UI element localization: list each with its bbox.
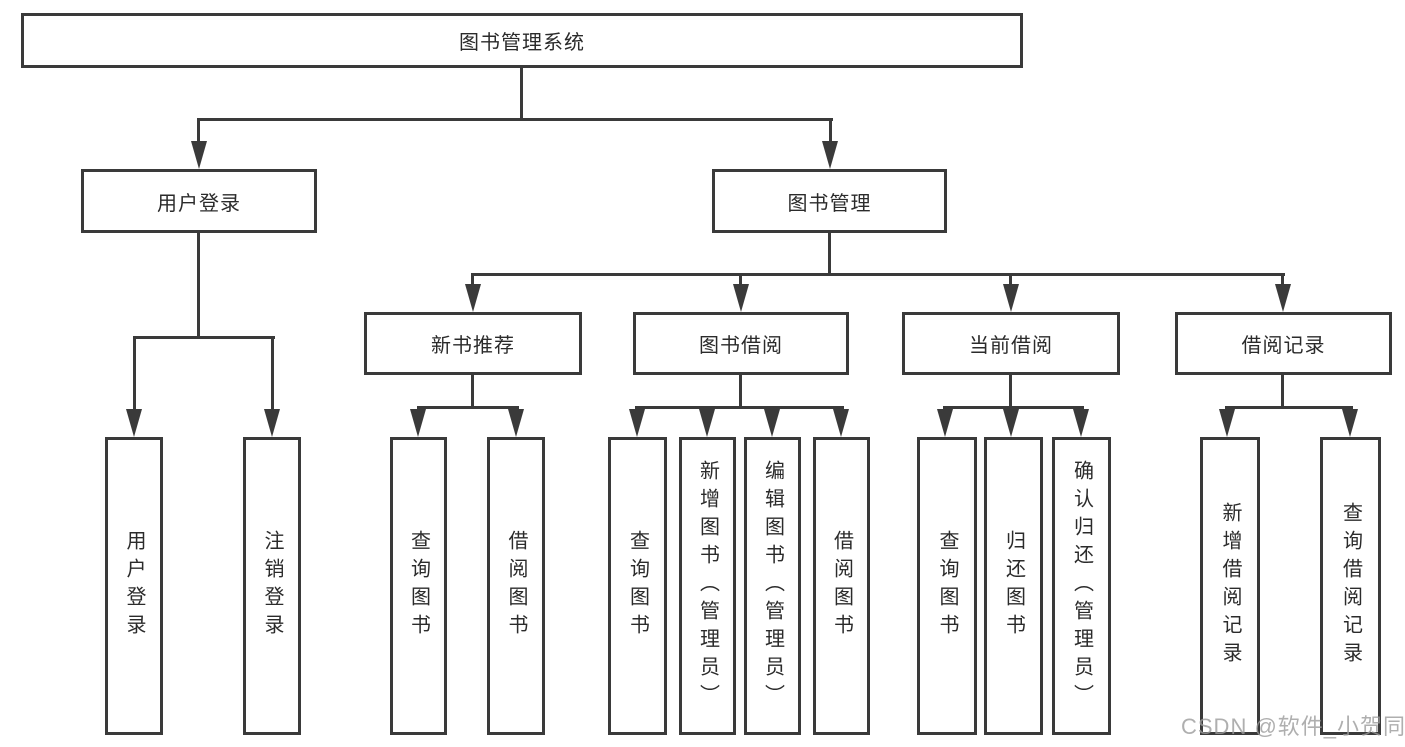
leaf-current-return-label: 归还图书 [1002,530,1025,642]
arrow-down-icon [1275,284,1291,312]
leaf-borrow-borrow: 借阅图书 [813,437,870,735]
node-current-borrow-label: 当前借阅 [969,335,1053,357]
arrow-down-icon [264,409,280,437]
leaf-borrow-add: 新增图书（管理员） [679,437,736,735]
leaf-borrow-edit-label: 编辑图书（管理员） [761,460,784,712]
node-current-borrow: 当前借阅 [902,312,1120,375]
leaf-logout: 注销登录 [243,437,301,735]
arrow-down-icon [1219,409,1235,437]
leaf-current-return: 归还图书 [984,437,1043,735]
node-book-mgmt: 图书管理 [712,169,947,233]
leaf-current-query-label: 查询图书 [936,530,958,642]
arrow-down-icon [410,409,426,437]
arrow-down-icon [191,141,207,169]
arrow-down-icon [629,409,645,437]
leaf-user-login-label: 用户登录 [123,530,145,642]
leaf-newbook-query: 查询图书 [390,437,447,735]
node-user-login-label: 用户登录 [157,192,241,215]
connector-line [133,336,136,411]
connector-line [197,233,200,336]
arrow-down-icon [1342,409,1358,437]
node-borrow-record-label: 借阅记录 [1241,335,1326,357]
arrow-down-icon [699,409,715,437]
leaf-record-add: 新增借阅记录 [1200,437,1260,735]
connector-line [739,273,742,287]
node-new-book-label: 新书推荐 [431,335,515,357]
node-root-label: 图书管理系统 [459,32,585,54]
connector-line [739,375,742,406]
connector-line [1009,273,1012,287]
connector-line [1009,375,1012,406]
arrow-down-icon [1003,284,1019,312]
connector-line [197,118,833,121]
leaf-logout-label: 注销登录 [261,530,283,642]
connector-line [943,406,1084,409]
node-book-mgmt-label: 图书管理 [787,192,872,215]
leaf-record-query-label: 查询借阅记录 [1339,502,1362,670]
leaf-current-query: 查询图书 [917,437,977,735]
arrow-down-icon [465,284,481,312]
connector-line [635,406,844,409]
connector-line [520,68,523,120]
arrow-down-icon [1073,409,1089,437]
arrow-down-icon [126,409,142,437]
node-new-book: 新书推荐 [364,312,582,375]
connector-line [271,336,274,411]
leaf-borrow-query: 查询图书 [608,437,667,735]
arrow-down-icon [937,409,953,437]
connector-line [1281,273,1284,287]
connector-line [197,118,200,143]
arrow-down-icon [764,409,780,437]
leaf-record-add-label: 新增借阅记录 [1219,502,1241,670]
connector-line [1281,375,1284,406]
node-user-login: 用户登录 [81,169,317,233]
arrow-down-icon [1003,409,1019,437]
leaf-borrow-add-label: 新增图书（管理员） [696,460,719,712]
leaf-newbook-borrow-label: 借阅图书 [505,530,527,642]
leaf-current-confirm-label: 确认归还（管理员） [1070,460,1093,712]
leaf-newbook-query-label: 查询图书 [407,530,430,642]
watermark: CSDN @软件_小贺同学 [1181,714,1405,739]
connector-line [471,375,474,406]
connector-line [1225,406,1353,409]
leaf-borrow-query-label: 查询图书 [626,530,649,642]
leaf-borrow-edit: 编辑图书（管理员） [744,437,801,735]
arrow-down-icon [833,409,849,437]
connector-line [417,406,519,409]
connector-line [829,118,832,143]
node-root: 图书管理系统 [21,13,1023,68]
leaf-user-login: 用户登录 [105,437,163,735]
leaf-newbook-borrow: 借阅图书 [487,437,545,735]
leaf-record-query: 查询借阅记录 [1320,437,1381,735]
arrow-down-icon [733,284,749,312]
connector-line [471,273,1285,276]
node-book-borrow-label: 图书借阅 [699,335,783,357]
connector-line [133,336,275,339]
leaf-current-confirm: 确认归还（管理员） [1052,437,1111,735]
node-borrow-record: 借阅记录 [1175,312,1392,375]
arrow-down-icon [508,409,524,437]
node-book-borrow: 图书借阅 [633,312,849,375]
arrow-down-icon [822,141,838,169]
leaf-borrow-borrow-label: 借阅图书 [830,530,853,642]
connector-line [471,273,474,287]
connector-line [828,233,831,273]
